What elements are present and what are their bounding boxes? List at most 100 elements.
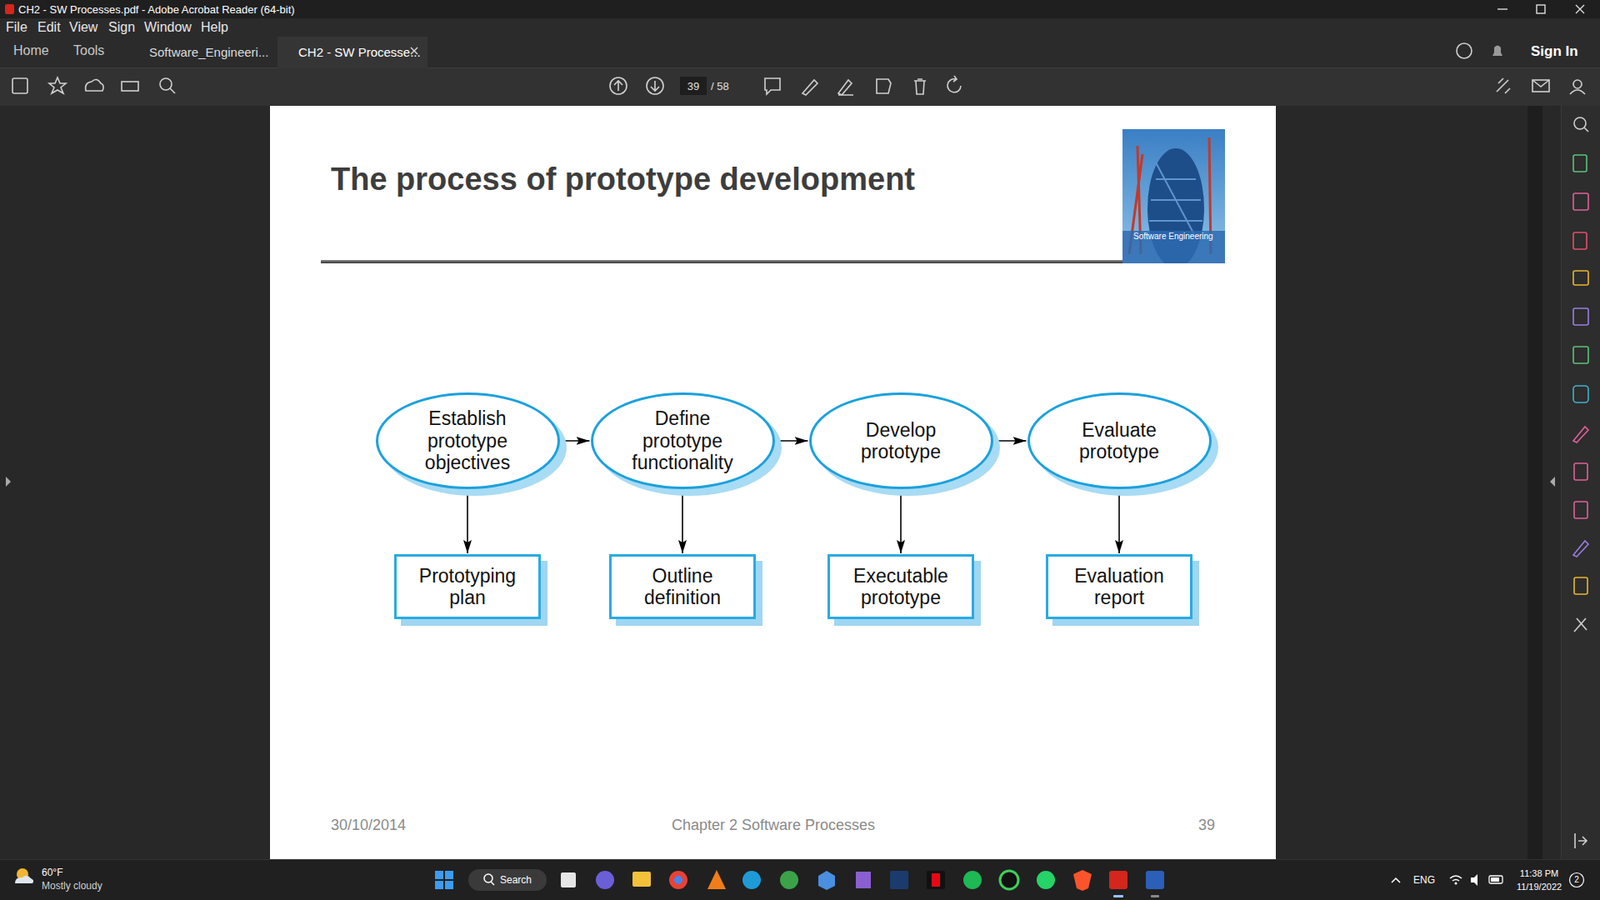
cover-text: Software Engineering xyxy=(1133,232,1214,241)
chrome-icons xyxy=(170,88,175,94)
chrome-icons xyxy=(890,870,909,890)
clock-time: 11:38 PM xyxy=(1520,869,1559,879)
chrome-icons xyxy=(855,871,871,889)
chrome-icons xyxy=(1550,476,1555,487)
flow-arrow xyxy=(993,440,1027,442)
nav-tab: Home xyxy=(13,44,50,58)
node-text-group: Define prototype functionality xyxy=(614,407,752,474)
chrome-icons xyxy=(926,870,945,890)
slide-number: 39 xyxy=(1198,817,1215,833)
chrome-icons xyxy=(947,75,961,93)
menu-item: View xyxy=(69,20,98,35)
slide-footer: 30/10/2014 xyxy=(330,817,406,833)
notification-badge: 2 xyxy=(1574,875,1580,885)
chrome-icons xyxy=(1574,501,1588,519)
chrome-icons xyxy=(838,80,854,95)
chrome-icons xyxy=(484,874,493,883)
taskbar xyxy=(0,859,1600,900)
chrome-icons xyxy=(1573,232,1587,250)
chrome-icons xyxy=(445,870,454,880)
chrome-icons xyxy=(1490,877,1500,882)
chrome-icons xyxy=(1073,870,1092,891)
node-text-group: Prototyping plan xyxy=(405,565,530,610)
right-panel xyxy=(1560,105,1600,860)
clock-date: 11/19/2022 xyxy=(1516,882,1562,892)
chrome-icons xyxy=(1573,80,1582,89)
chrome-icons xyxy=(1497,8,1508,10)
chrome-icons xyxy=(468,869,547,891)
node-text-group: Evaluate prototype xyxy=(1050,419,1189,464)
chrome-icons xyxy=(742,870,761,890)
chrome-icons xyxy=(1456,43,1472,59)
book-cover xyxy=(1122,230,1225,264)
chrome-icons xyxy=(5,476,11,487)
node-label: Executable prototype xyxy=(838,565,964,610)
menu-item: Window xyxy=(144,20,192,35)
chrome-icons xyxy=(1570,90,1585,95)
flow-arrow xyxy=(775,440,809,442)
node-label: Evaluation report xyxy=(1056,565,1182,610)
chrome-icons xyxy=(1573,155,1587,172)
chrome-icons xyxy=(1109,870,1128,890)
page-count: / 58 xyxy=(710,80,730,92)
chrome-icons xyxy=(707,870,726,890)
chrome-icons xyxy=(15,875,34,884)
menu-item: Help xyxy=(200,20,229,35)
chrome-icons xyxy=(963,870,982,890)
chrome-icons xyxy=(1575,833,1587,849)
chrome-icons xyxy=(1574,577,1588,595)
flow-arrow xyxy=(681,489,684,554)
node-label: Develop prototype xyxy=(832,419,970,464)
chrome-icons xyxy=(1573,540,1589,557)
slide-title: The process of prototype development xyxy=(330,163,915,195)
search-label: Search xyxy=(500,875,532,885)
slide-footer: Chapter 2 Software Processes xyxy=(671,817,875,833)
document-tab: CH2 - SW Processe... xyxy=(298,45,421,59)
chrome-icons xyxy=(780,870,799,890)
node-text-group: Executable prototype xyxy=(838,565,964,610)
process-oval: Evaluate prototype xyxy=(1027,392,1212,490)
chrome-icons xyxy=(1113,895,1124,898)
page-number: 39 xyxy=(687,80,700,92)
chrome-icons xyxy=(12,75,1585,95)
scroll-strip xyxy=(1527,105,1543,860)
output-box: Prototyping plan xyxy=(394,554,541,620)
book-cover xyxy=(1149,162,1203,238)
chrome-icons xyxy=(1574,117,1586,130)
flow-arrow xyxy=(900,489,902,554)
chrome-icons xyxy=(12,78,28,94)
chrome-icons xyxy=(1036,870,1055,890)
flow-arrow xyxy=(1118,489,1120,554)
node-label: Outline definition xyxy=(620,565,745,610)
menu-item: Sign xyxy=(108,20,135,35)
chrome-icons xyxy=(1573,426,1589,443)
chrome-icons xyxy=(435,870,1165,898)
chrome-icons xyxy=(610,77,627,95)
nav-tab: Tools xyxy=(73,44,105,58)
chrome-icons xyxy=(614,80,623,91)
chrome-icons xyxy=(49,77,66,94)
chrome-icons xyxy=(1470,874,1478,886)
chrome-icons xyxy=(1532,80,1550,92)
chrome-icons xyxy=(674,875,683,885)
process-oval: Establish prototype objectives xyxy=(375,392,560,490)
chrome-icons xyxy=(1575,5,1585,14)
chrome-icons xyxy=(1489,875,1503,884)
chrome-icons xyxy=(1573,117,1589,849)
flow-arrow xyxy=(466,489,469,554)
chrome-icons xyxy=(1150,895,1160,898)
chrome-icons xyxy=(1574,618,1587,632)
chrome-icons xyxy=(1450,875,1462,881)
chrome-icons xyxy=(1570,873,1585,888)
chrome-icons xyxy=(802,80,818,95)
chrome-icons xyxy=(1492,45,1503,57)
flow-arrow xyxy=(560,440,590,442)
node-label: Define prototype functionality xyxy=(614,407,752,474)
chrome-icons xyxy=(5,4,15,15)
chrome-icons xyxy=(1573,308,1589,325)
chrome-icons xyxy=(1584,127,1589,132)
process-oval: Define prototype functionality xyxy=(590,392,775,490)
language-indicator: ENG xyxy=(1413,875,1435,885)
chrome-icons xyxy=(121,81,139,91)
